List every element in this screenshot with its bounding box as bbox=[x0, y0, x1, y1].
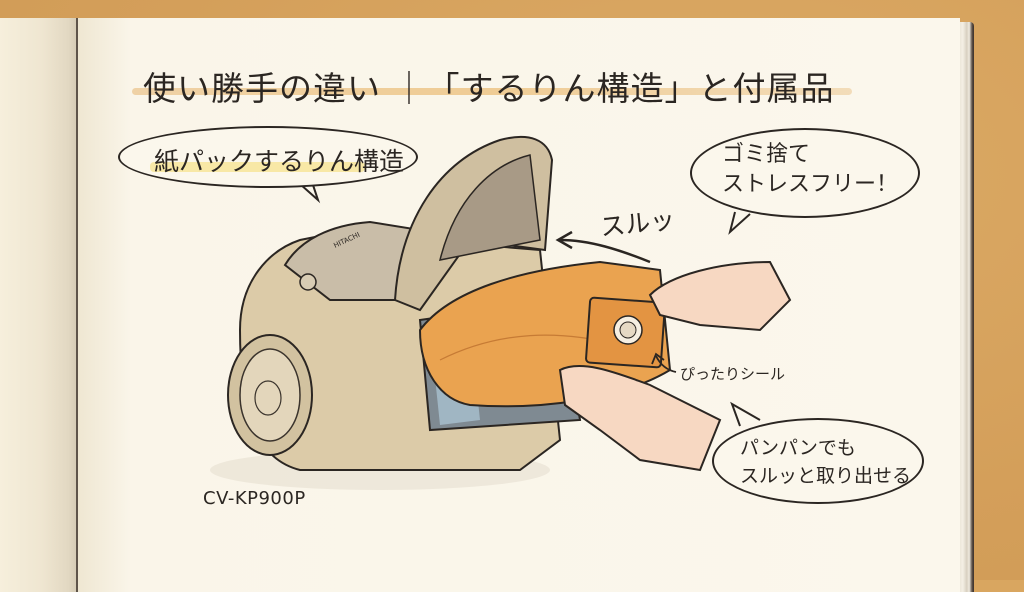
hand-left bbox=[558, 364, 722, 472]
seal-arrow bbox=[655, 355, 677, 373]
callout-pull-out-line2: スルッと取り出せる bbox=[740, 465, 912, 487]
text-highlight bbox=[150, 162, 365, 172]
callout-bubble-stress-free: ゴミ捨て ストレスフリー！ bbox=[690, 128, 920, 218]
slide-arrow bbox=[559, 238, 651, 264]
callout-bubble-structure: 紙パックするりん構造 bbox=[118, 126, 418, 188]
page-edge bbox=[958, 22, 974, 592]
model-number: CV-KP900P bbox=[203, 488, 306, 509]
callout-bubble-pull-out: パンパンでも スルッと取り出せる bbox=[712, 418, 924, 504]
title-highlight bbox=[132, 88, 852, 95]
left-page bbox=[0, 18, 76, 592]
vacuum-illustration: HITACHI bbox=[210, 135, 792, 490]
callout-pull-out-line1: パンパンでも bbox=[740, 437, 856, 459]
book-spine bbox=[76, 18, 78, 592]
callout-stress-free-line2: ストレスフリー！ bbox=[722, 172, 899, 197]
hand-right bbox=[648, 260, 792, 332]
page-title: 使い勝手の違い ｜「するりん構造」と付属品 bbox=[143, 69, 835, 109]
callout-structure-text: 紙パックするりん構造 bbox=[154, 147, 405, 176]
callout-stress-free-line1: ゴミ捨て bbox=[722, 142, 811, 167]
seal-label: ぴったりシール bbox=[680, 365, 786, 383]
power-button bbox=[299, 273, 317, 291]
